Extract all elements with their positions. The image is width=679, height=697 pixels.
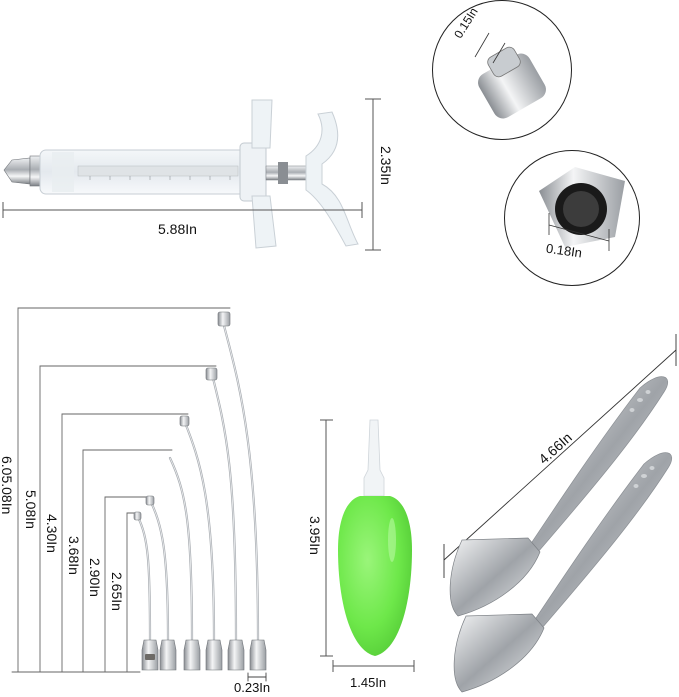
needle-length-label-5: 2.90In: [87, 558, 103, 597]
syringe-image: [2, 98, 381, 251]
needle-tip-width-label: 0.23In: [234, 680, 271, 695]
nozzle-tip-icon: [474, 32, 546, 119]
needle-length-label-2: 5.08In: [23, 490, 39, 529]
bulb-width-label: 1.45In: [350, 675, 387, 690]
nozzle-opening-icon: [539, 167, 625, 251]
syringe-height-label: 2.35In: [378, 146, 394, 185]
needle-length-label-6: 2.65In: [109, 572, 125, 611]
needles-image: [11, 307, 267, 682]
opening-detail-circle: [504, 150, 640, 286]
needle-length-label-3: 4.30In: [44, 514, 60, 553]
nozzle-detail-circle: [432, 0, 572, 140]
needle-length-label-4: 3.68In: [66, 536, 82, 575]
spoons-image: [443, 334, 677, 693]
bulb-image: [320, 419, 415, 672]
syringe-length-label: 5.88In: [158, 221, 197, 237]
needle-length-label-1: 6.05.08In: [0, 456, 15, 515]
bulb-height-label: 3.95In: [307, 516, 323, 555]
